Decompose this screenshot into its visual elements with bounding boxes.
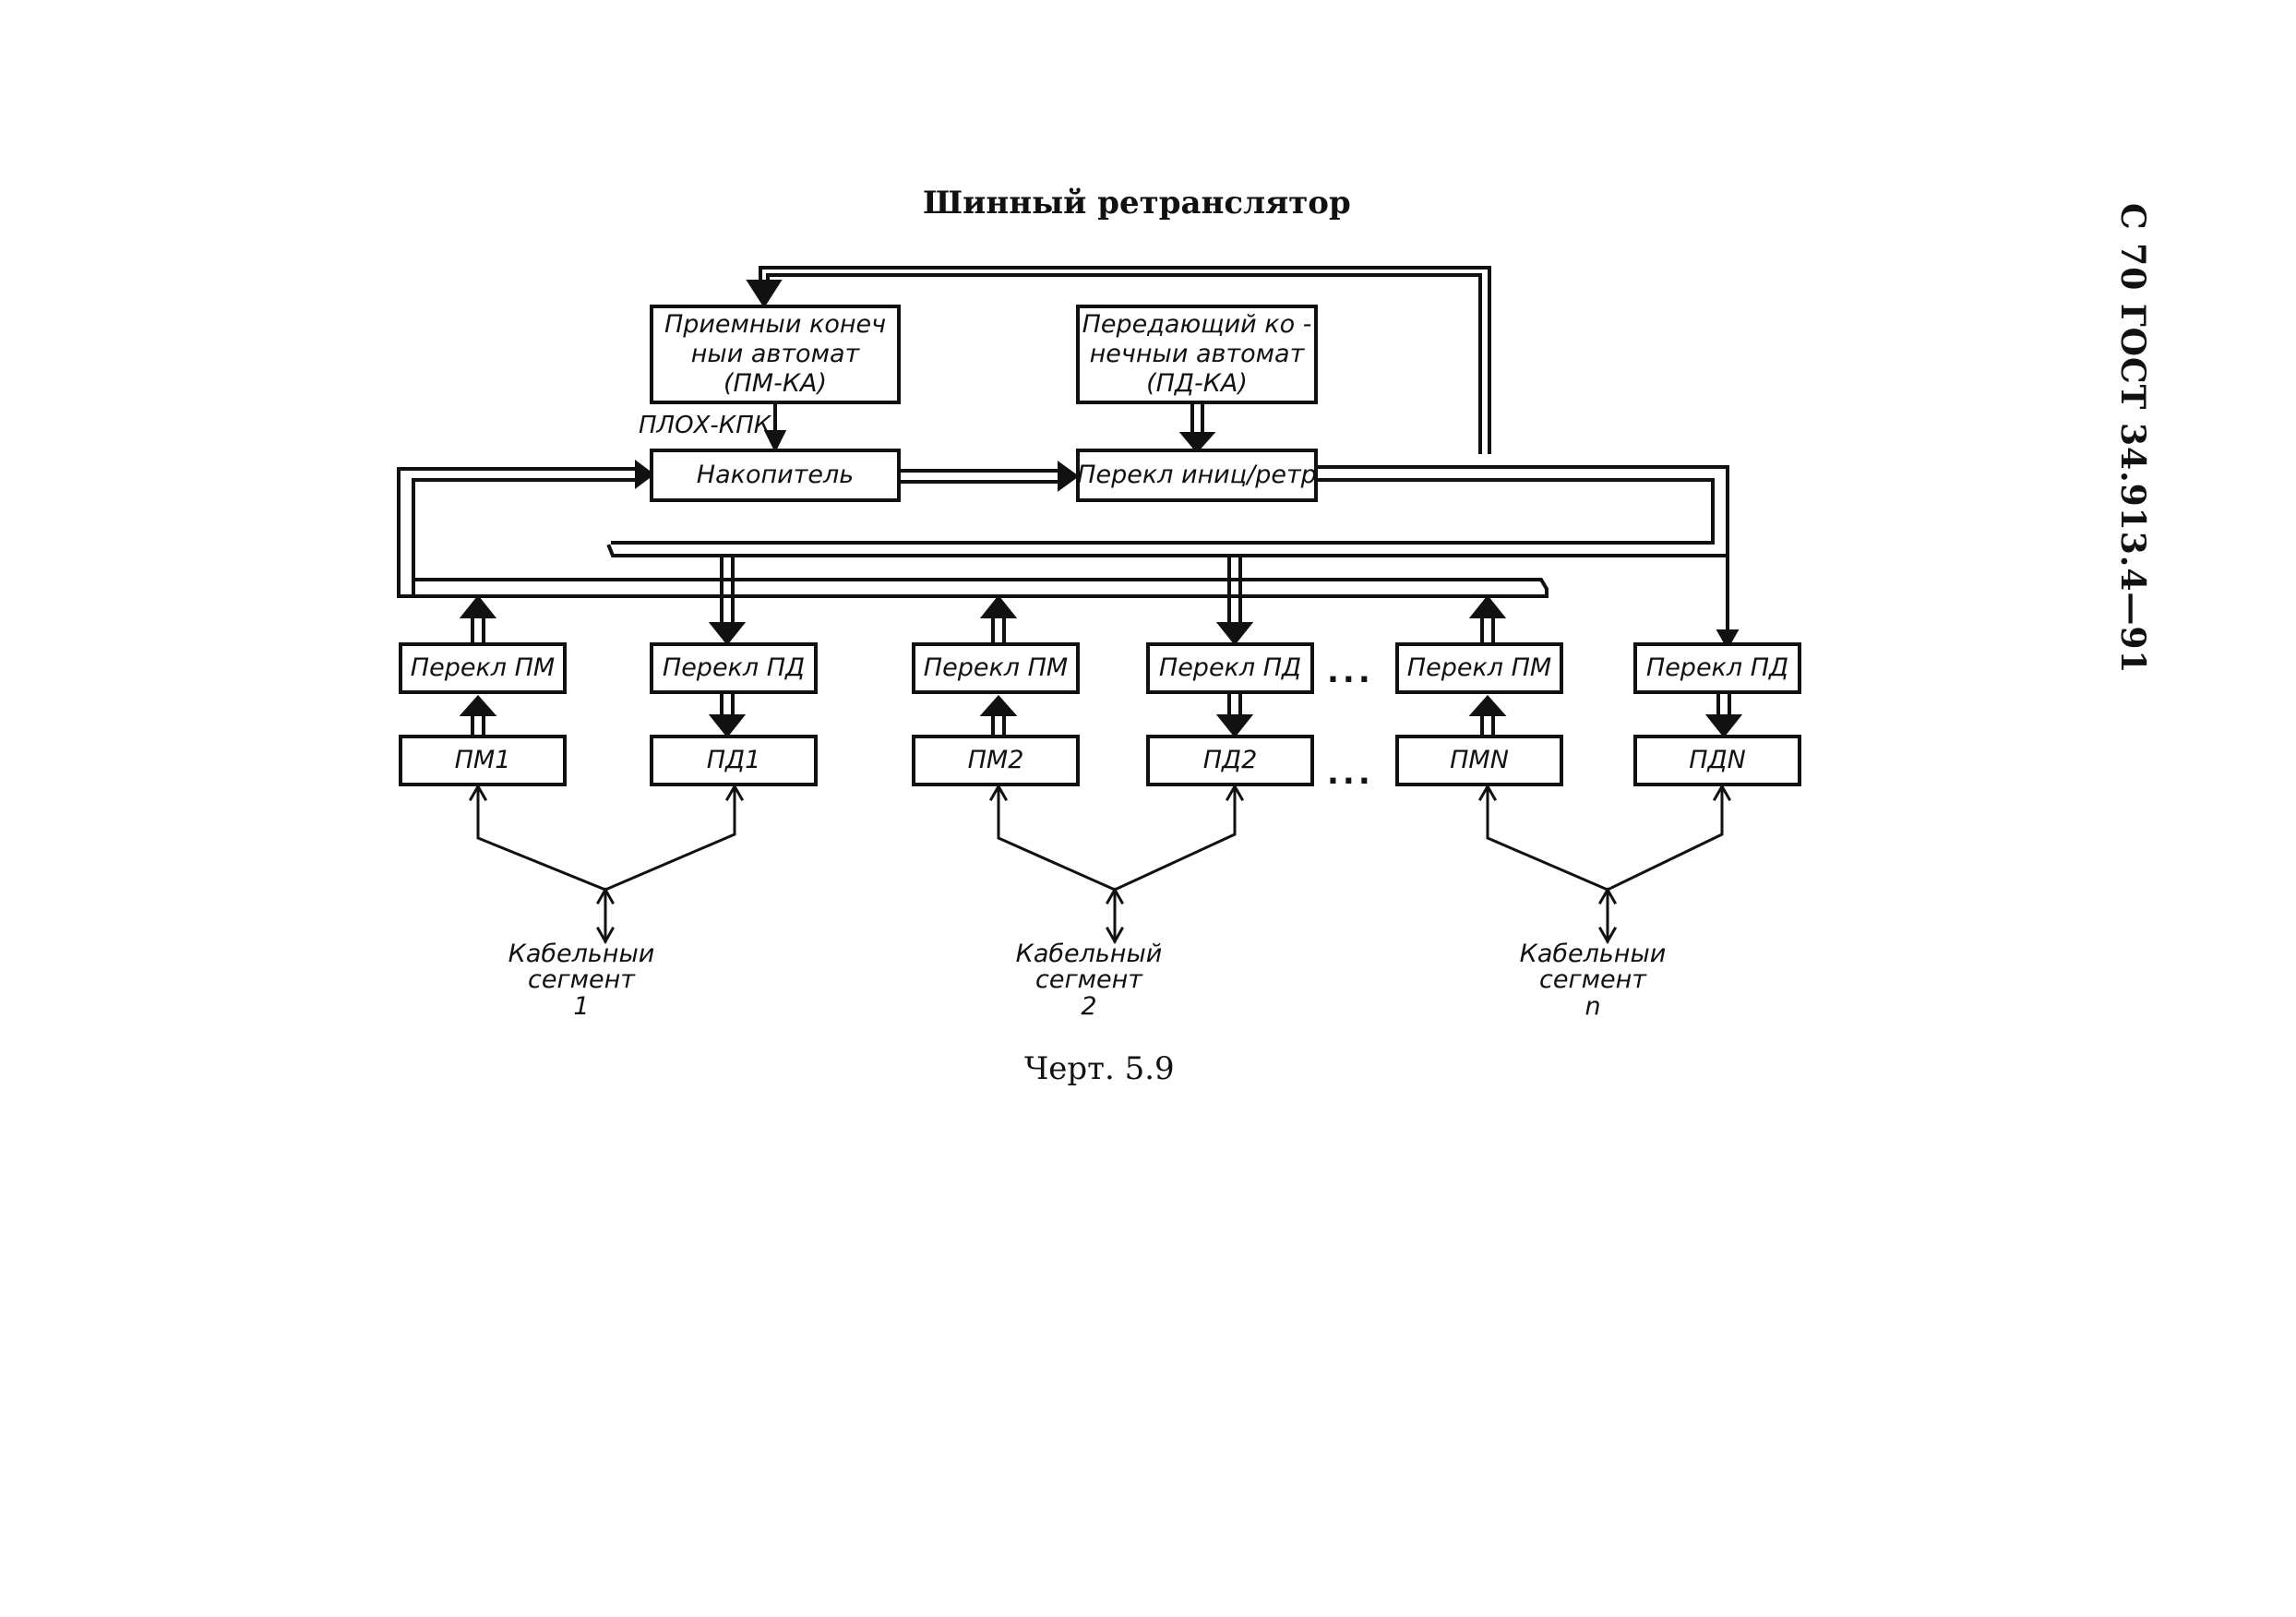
transmitter-to-switch-arrowhead	[1178, 432, 1216, 454]
input-bus-arrowhead	[635, 460, 655, 489]
pm-tap-2-arrowhead	[979, 594, 1018, 618]
output-bus-last-arrowhead	[1716, 629, 1740, 651]
cable-segment-2-line-1: Кабельный	[1015, 940, 1163, 968]
cable-segment-label-1: Кабельныи сегмент 1	[498, 940, 664, 1021]
receiver-line-3: (ПМ-КА)	[723, 368, 828, 398]
unit-pd-n: ПДN	[1633, 735, 1801, 786]
cable-segment-1-line-3: 1	[573, 991, 590, 1021]
cable-segment-2-arrows	[988, 783, 1245, 945]
switch-to-pdn	[1716, 690, 1731, 720]
accumulator-to-switch-arrowhead	[1058, 461, 1080, 492]
transmitter-automaton-block: Передающий ко - нечныи автомат (ПД-КА)	[1076, 305, 1318, 404]
cable-segment-label-n: Кабельныи сегмент n	[1510, 940, 1676, 1021]
cable-segment-1-line-2: сегмент	[527, 965, 635, 995]
accumulator-block: Накопитель	[650, 449, 901, 502]
cable-segment-n-arrows	[1477, 783, 1732, 945]
receiver-automaton-block: Приемныи конеч ныи автомат (ПМ-КА)	[650, 305, 901, 404]
pm-tap-1-arrowhead	[459, 594, 497, 618]
pd-tap-1-arrowhead	[708, 622, 747, 646]
unit-pm-2: ПМ2	[912, 735, 1080, 786]
cable-segment-2-line-2: сегмент	[1034, 965, 1142, 995]
signal-label: ПЛОХ-КПК	[639, 412, 771, 439]
switch-to-pd2	[1227, 690, 1242, 720]
accumulator-to-switch-bus	[897, 469, 1065, 484]
ellipsis-switch-row: ...	[1327, 653, 1374, 690]
switch-pd-1: Перекл ПД	[650, 642, 818, 694]
cable-segment-n-line-3: n	[1584, 991, 1601, 1021]
switch-to-pdn-arrowhead	[1704, 714, 1743, 738]
switch-pd-2: Перекл ПД	[1146, 642, 1314, 694]
switch-pm-n: Перекл ПМ	[1395, 642, 1563, 694]
pmn-to-switch-arrowhead	[1468, 694, 1507, 716]
input-bus-loop	[397, 467, 1549, 598]
unit-pd-1: ПД1	[650, 735, 818, 786]
pm1-to-switch-arrowhead	[459, 694, 497, 716]
switch-to-pd1	[720, 690, 735, 720]
transmitter-line-2: нечныи автомат	[1089, 340, 1305, 369]
cable-segment-1-line-1: Кабельныи	[508, 940, 655, 968]
pm-tap-n-arrowhead	[1468, 594, 1507, 618]
switch-to-pd1-arrowhead	[708, 714, 747, 738]
receiver-to-accumulator-arrowhead	[763, 430, 787, 453]
cable-segment-1-lines	[476, 785, 736, 943]
unit-pd-2: ПД2	[1146, 735, 1314, 786]
receiver-line-1: Приемныи конеч	[664, 310, 887, 340]
cable-segment-n-lines	[1486, 785, 1724, 943]
pd-tap-2-arrowhead	[1215, 622, 1254, 646]
cable-segment-n-line-2: сегмент	[1538, 965, 1646, 995]
diagram-title: Шинный ретранслятор	[923, 185, 1351, 222]
transmitter-to-switch-line	[1190, 401, 1204, 439]
document-side-label: С 70 ГОСТ 34.913.4—91	[2113, 203, 2152, 675]
cable-segment-1-arrows	[468, 783, 745, 945]
cable-segment-n-line-1: Кабельныи	[1519, 940, 1667, 968]
cable-segment-2-line-3: 2	[1081, 991, 1097, 1021]
switch-to-pd2-arrowhead	[1215, 714, 1254, 738]
switch-init-retr-block: Перекл иниц/ретр	[1076, 449, 1318, 502]
pd-tap-1	[720, 554, 735, 629]
switch-pm-2: Перекл ПМ	[912, 642, 1080, 694]
pd-tap-2	[1227, 554, 1242, 629]
unit-pm-n: ПМN	[1395, 735, 1563, 786]
receiver-line-2: ныи автомат	[690, 340, 860, 369]
ellipsis-unit-row: ...	[1327, 755, 1374, 792]
cable-segment-2-lines	[997, 785, 1237, 943]
figure-caption: Черт. 5.9	[1024, 1050, 1175, 1087]
transmitter-line-3: (ПД-КА)	[1146, 368, 1248, 398]
switch-pm-1: Перекл ПМ	[399, 642, 567, 694]
unit-pm-1: ПМ1	[399, 735, 567, 786]
switch-pd-n: Перекл ПД	[1633, 642, 1801, 694]
feedback-arrowhead	[746, 280, 783, 308]
cable-segment-label-2: Кабельный сегмент 2	[1006, 940, 1172, 1021]
pm2-to-switch-arrowhead	[979, 694, 1018, 716]
transmitter-line-1: Передающий ко -	[1082, 310, 1312, 340]
